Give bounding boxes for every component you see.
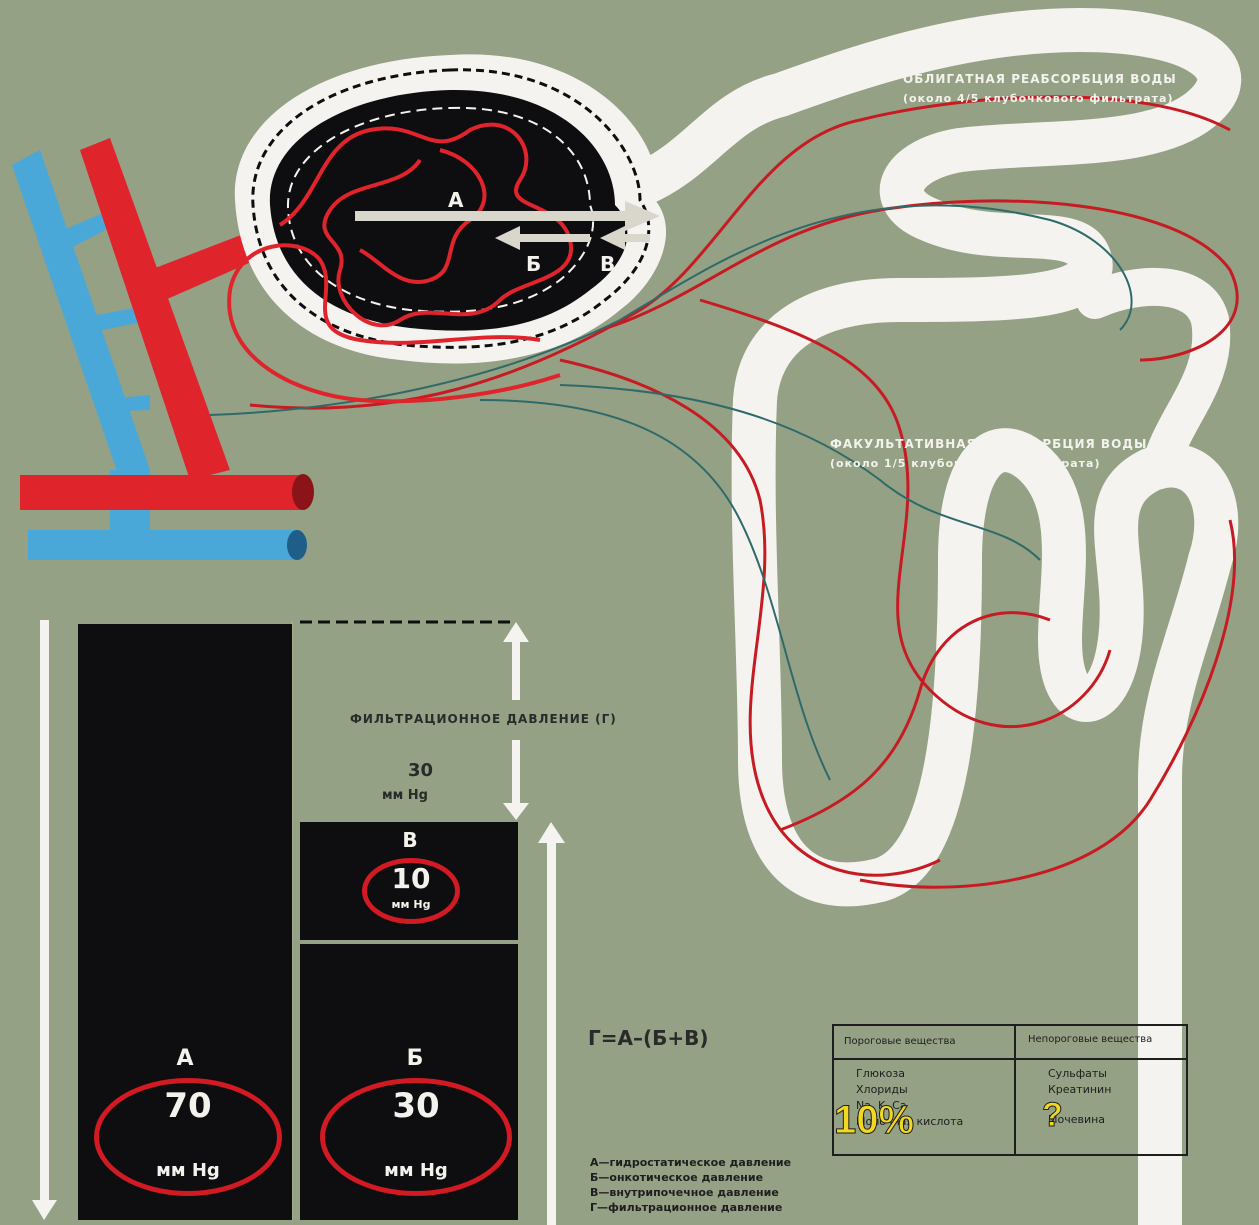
legend-item-a: А—гидростатическое давление [590,1155,791,1170]
legend-item-b: Б—онкотическое давление [590,1170,791,1185]
threshold-item: Хлориды [856,1082,963,1098]
threshold-item: Глюкоза [856,1066,963,1082]
legend: А—гидростатическое давление Б—онкотическ… [590,1155,791,1215]
a-unit: мм Hg [94,1160,282,1181]
b-unit: мм Hg [320,1160,512,1181]
a-letter: А [160,1046,210,1071]
formula: Г=А–(Б+В) [588,1026,709,1050]
obligate-note: (около 4/5 клубочкового фильтрата) [903,92,1174,105]
nonthreshold-item: Сульфаты [1048,1066,1111,1082]
overlay-question: ? [1042,1096,1063,1135]
v-unit: мм Hg [362,898,460,911]
label-v: В [600,252,615,276]
obligate-title: ОБЛИГАТНАЯ РЕАБСОРБЦИЯ ВОДЫ [903,72,1177,86]
b-value: 30 [320,1086,512,1126]
b-letter: Б [390,1046,440,1071]
filtration-unit: мм Hg [382,788,428,803]
filtration-value: 30 [408,760,433,781]
legend-item-g: Г—фильтрационное давление [590,1200,791,1215]
a-value: 70 [94,1086,282,1126]
v-value: 10 [362,862,460,895]
v-letter: В [390,828,430,852]
filtration-label: ФИЛЬТРАЦИОННОЕ ДАВЛЕНИЕ (Г) [350,712,617,726]
threshold-header: Пороговые вещества [844,1036,956,1047]
legend-item-v: В—внутрипочечное давление [590,1185,791,1200]
overlay-percent: 10% [834,1098,914,1143]
label-a: А [448,188,463,212]
label-b: Б [526,252,541,276]
facultative-title: ФАКУЛЬТАТИВНАЯ РЕАБСОРБЦИЯ ВОДЫ [830,437,1147,451]
facultative-note: (около 1/5 клубочкового фильтрата) [830,457,1101,470]
nonthreshold-header: Непороговые вещества [1028,1034,1152,1045]
substances-table: Пороговые вещества Непороговые вещества … [832,1024,1188,1156]
